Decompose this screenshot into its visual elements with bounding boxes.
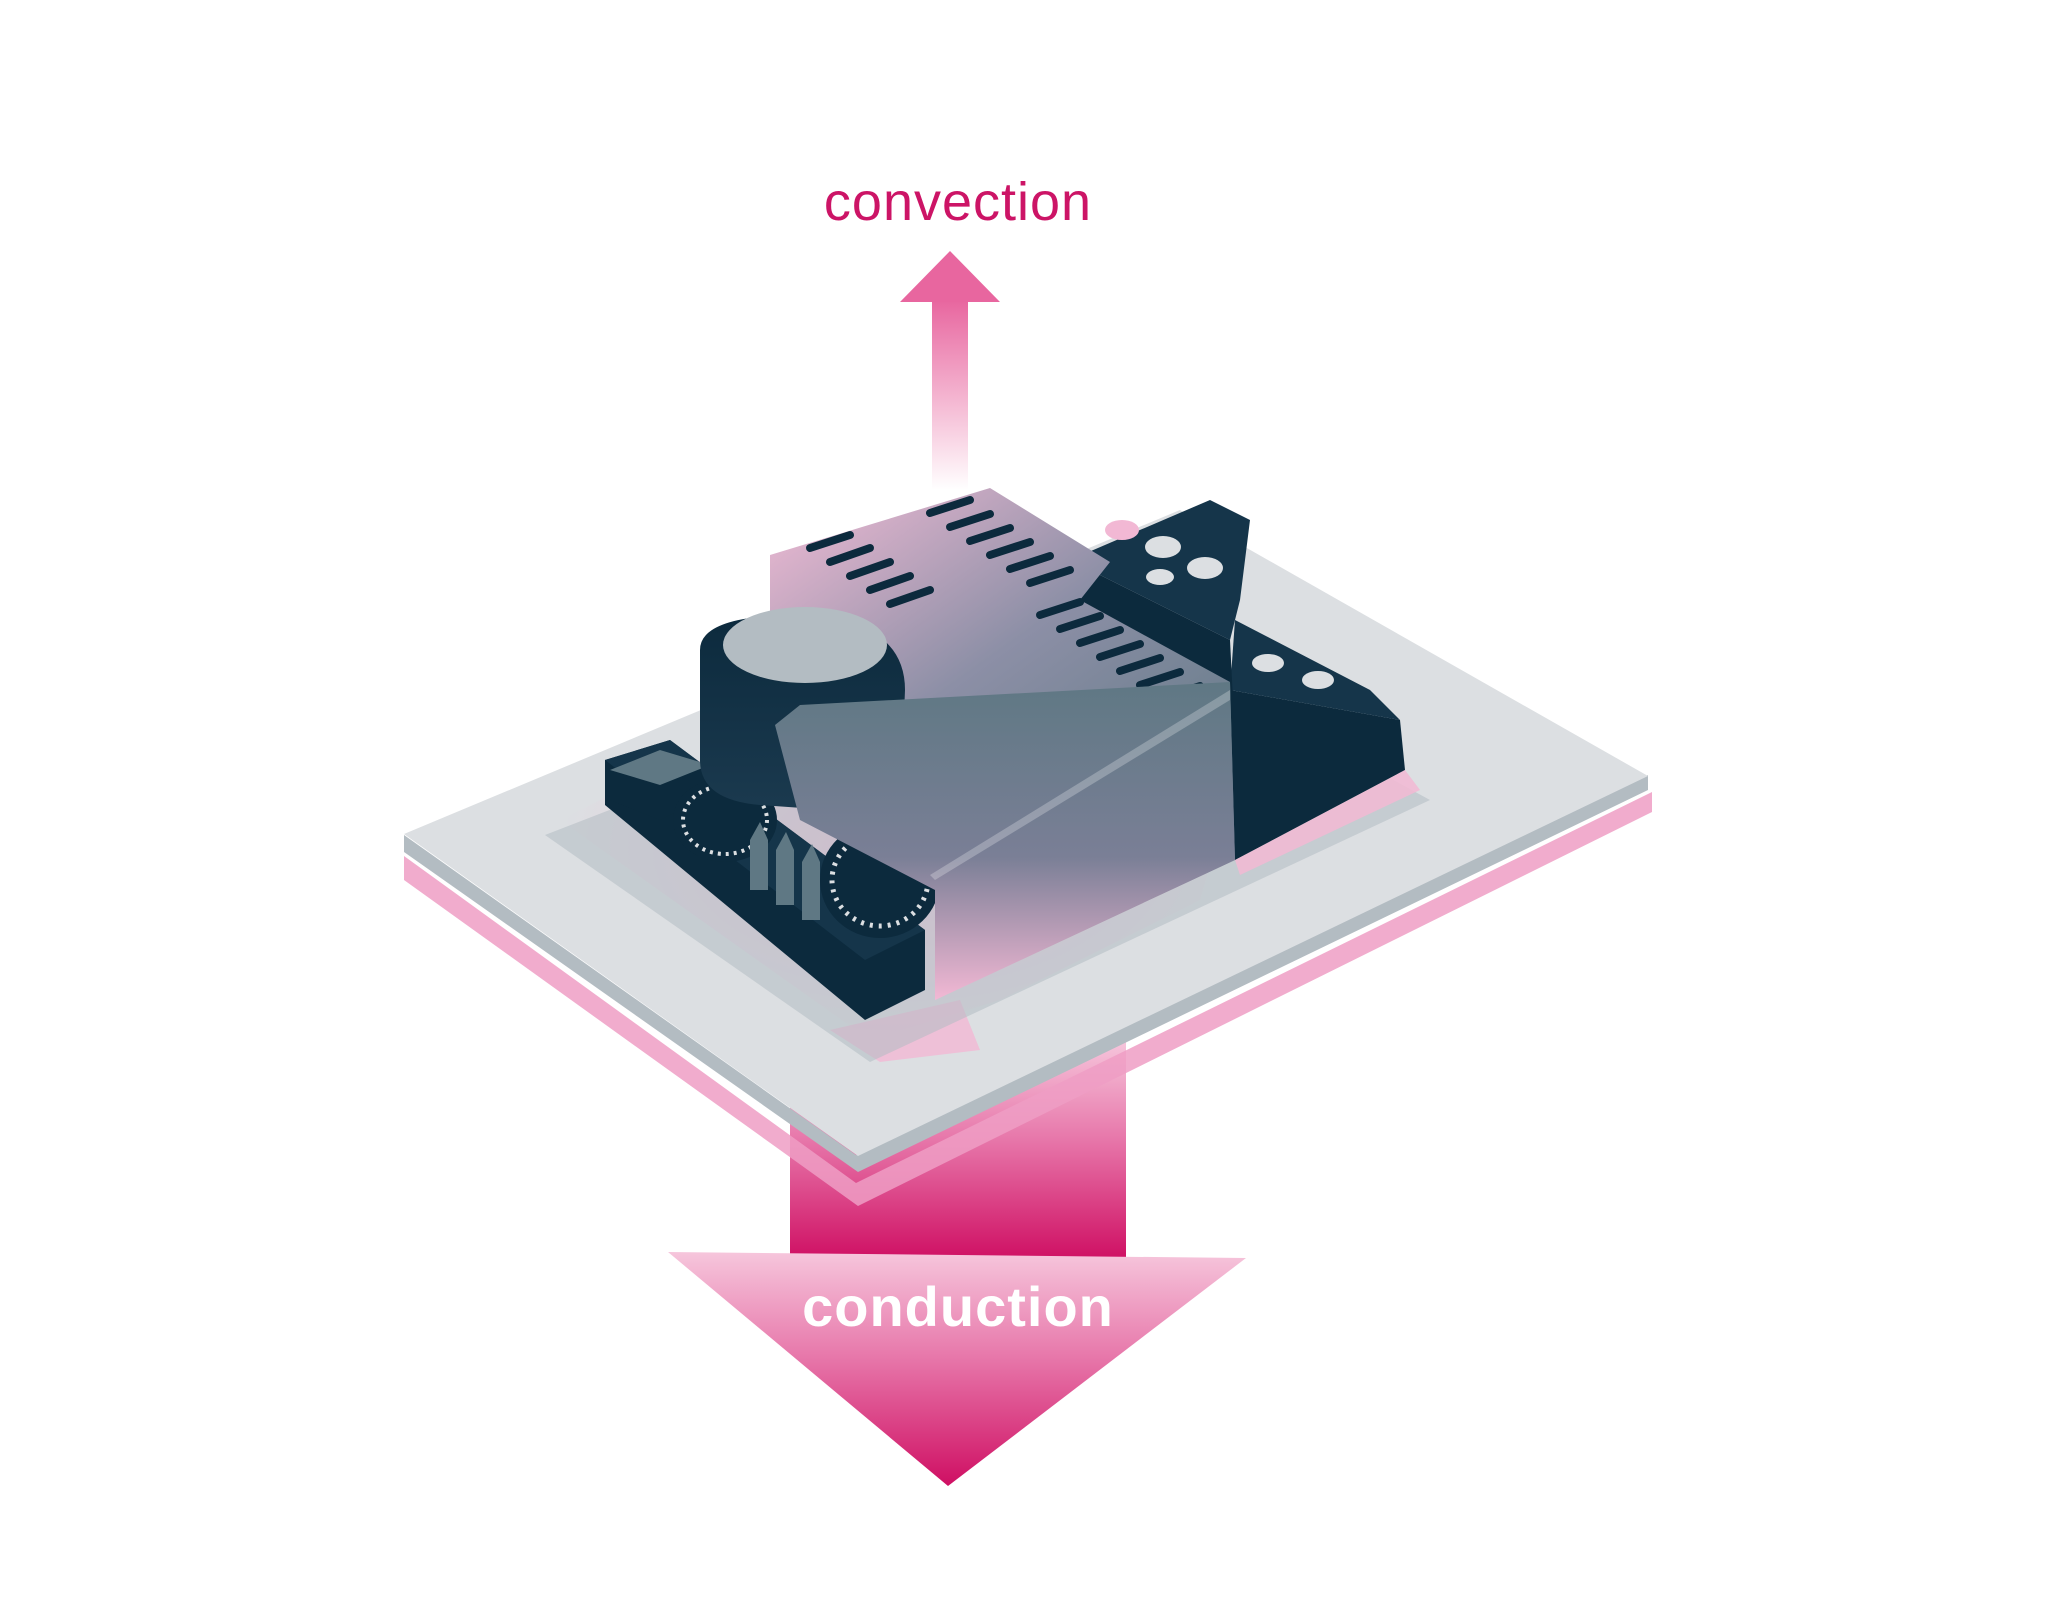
power-module-icon xyxy=(545,488,1430,1062)
vent-slots-icon xyxy=(806,496,1204,703)
conduction-label: conduction xyxy=(802,1275,1114,1338)
convection-arrow-icon xyxy=(900,251,1000,490)
terminal-icon xyxy=(1252,654,1334,689)
connector-pins-icon xyxy=(750,822,820,920)
capacitor-group-icon xyxy=(1105,520,1223,585)
convection-label: convection xyxy=(824,172,1092,232)
